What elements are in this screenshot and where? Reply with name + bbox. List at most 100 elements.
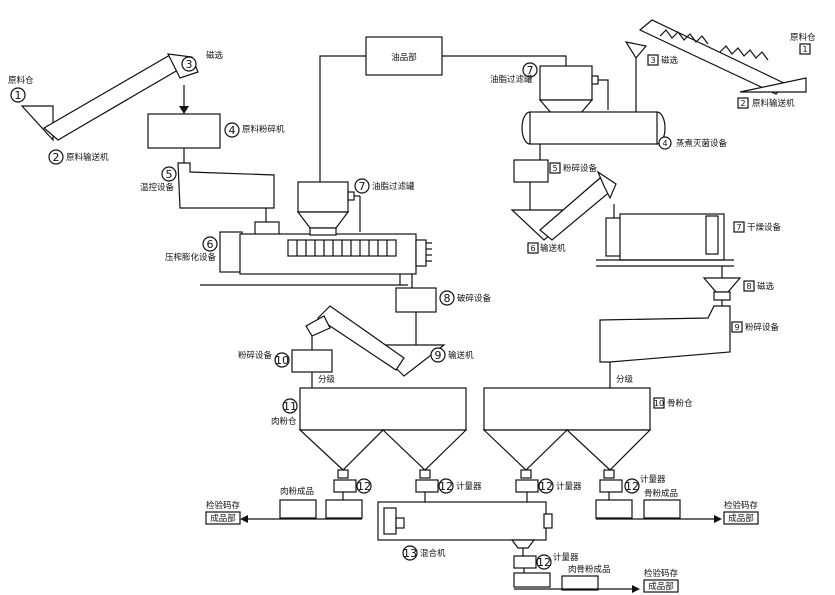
- flow-arrow-down: [179, 85, 189, 114]
- dryer-label: 干燥设备: [747, 222, 782, 233]
- number-12-a: 12: [357, 480, 371, 493]
- meter-d-bone: 12 计量器: [599, 474, 666, 500]
- breaker-label: 破碎设备: [457, 293, 492, 304]
- grinder-left: 10 粉碎设备 分级: [238, 336, 336, 388]
- bone-product: 骨粉成品: [595, 488, 722, 523]
- finished-right-label: 成品部: [728, 513, 754, 524]
- bone-silo-label: 骨粉仓: [667, 398, 693, 409]
- meter-d-label: 计量器: [553, 552, 579, 563]
- meter-a-label: 计量器: [640, 474, 666, 485]
- conveyor-right-label: 输送机: [540, 243, 566, 254]
- number-6-right: 6: [530, 244, 535, 253]
- meat-silo-label: 肉粉仓: [271, 416, 297, 427]
- conveyor-mid-label: 输送机: [448, 350, 474, 361]
- screen-left-label: 磁选: [206, 50, 224, 61]
- inspect-bottom-label: 检验码存: [644, 568, 679, 579]
- number-5: 5: [166, 168, 173, 181]
- oil-filter-tank-right: 7 油脂过滤罐: [490, 62, 609, 115]
- oil-department: 油品部: [319, 36, 567, 182]
- number-6: 6: [207, 238, 214, 251]
- number-7-right: 7: [527, 64, 534, 77]
- conveyor-right: 6 输送机: [510, 170, 617, 254]
- raw-silo-left: 1 原料仓: [8, 75, 54, 142]
- grinder-left-label: 粉碎设备: [238, 350, 273, 361]
- crusher-left: 4 原料粉碎机: [147, 113, 285, 163]
- mixer: 13 混合机: [377, 501, 553, 561]
- raw-conveyor-left-label: 原料输送机: [66, 152, 109, 163]
- meter-e: 12 计量器: [513, 552, 579, 573]
- grinder-right2-label: 粉碎设备: [745, 322, 780, 333]
- oil-filter-tank-left: 7 油脂过滤罐: [296, 178, 415, 236]
- conveyor-mid: 9 输送机: [305, 305, 474, 377]
- meat-silo: 11 肉粉仓: [271, 387, 468, 479]
- number-7-dryer: 7: [736, 223, 741, 232]
- number-4-right: 4: [662, 139, 667, 148]
- press-puff-machine: 6 压榨膨化设备: [165, 221, 432, 286]
- number-7: 7: [359, 180, 366, 193]
- number-12-e: 12: [537, 556, 551, 569]
- raw-silo-right-label: 原料仓: [790, 32, 816, 43]
- number-4: 4: [229, 124, 236, 137]
- meter-a: 12: [333, 478, 372, 500]
- number-10: 10: [275, 354, 289, 367]
- mixer-label: 混合机: [420, 548, 446, 559]
- breaker: 8 破碎设备: [395, 274, 492, 345]
- cooking-sterilizer: 4 蒸煮灭菌设备: [521, 111, 728, 160]
- finished-dept-right: 检验码存 成品部: [723, 500, 759, 525]
- number-12-b: 12: [439, 480, 453, 493]
- finished-dept-bottom: 检验码存 成品部: [643, 568, 679, 593]
- number-3: 3: [186, 58, 193, 71]
- inspect-left-label: 检验码存: [206, 500, 241, 511]
- number-9-right: 9: [734, 323, 739, 332]
- screen-right-2: 8 磁选: [702, 277, 775, 310]
- number-12-d: 12: [625, 480, 639, 493]
- oil-filter-right-label: 油脂过滤罐: [490, 74, 533, 85]
- number-9: 9: [435, 349, 442, 362]
- raw-conveyor-right-label: 原料输送机: [752, 98, 795, 109]
- number-11: 11: [283, 400, 297, 413]
- oil-dept-label: 油品部: [391, 52, 417, 63]
- screen-right-label: 磁选: [661, 55, 679, 66]
- number-13: 13: [403, 547, 417, 560]
- bone-silo: 10 骨粉仓: [482, 387, 693, 479]
- grinder-right-label: 粉碎设备: [563, 163, 598, 174]
- meat-product-label: 肉粉成品: [280, 486, 314, 497]
- press-puff-label: 压榨膨化设备: [165, 252, 217, 263]
- number-1: 1: [15, 89, 22, 102]
- split-left-label: 分级: [318, 374, 336, 385]
- screen-right2-label: 磁选: [757, 281, 775, 292]
- number-8-right: 8: [746, 282, 751, 291]
- number-2: 2: [53, 151, 60, 164]
- temp-control-unit: 5 温控设备: [140, 162, 275, 222]
- finished-left-label: 成品部: [210, 513, 236, 524]
- oil-filter-left-label: 油脂过滤罐: [372, 181, 415, 192]
- bone-product-label: 骨粉成品: [644, 488, 678, 499]
- finished-dept-left: 检验码存 成品部: [205, 500, 241, 525]
- raw-conveyor-right: 3 磁选 1 原料仓 2 原料输送机: [624, 19, 816, 112]
- meter-c: 12 计量器: [515, 478, 582, 504]
- meter-b: 12 计量器: [415, 478, 482, 504]
- meat-product: 肉粉成品: [240, 486, 363, 523]
- number-3-right: 3: [650, 56, 655, 65]
- number-5-right: 5: [552, 164, 557, 173]
- meat-bone-product: 肉骨粉成品: [513, 564, 640, 593]
- raw-conveyor-left: 3 磁选 2 原料输送机: [42, 50, 224, 165]
- inspect-right-label: 检验码存: [724, 500, 759, 511]
- finished-bottom-label: 成品部: [648, 581, 674, 592]
- raw-silo-left-label: 原料仓: [8, 75, 34, 86]
- temp-ctrl-label: 温控设备: [140, 182, 175, 193]
- split-right-label: 分级: [616, 374, 634, 385]
- grinder-right-2: 9 粉碎设备 分级: [599, 305, 780, 388]
- meter-c-label: 计量器: [556, 481, 582, 492]
- number-8: 8: [444, 292, 451, 305]
- screw-pattern: [296, 240, 388, 256]
- meat-bone-product-label: 肉骨粉成品: [568, 564, 611, 575]
- cook-sterilize-label: 蒸煮灭菌设备: [676, 138, 728, 149]
- crusher-left-label: 原料粉碎机: [242, 124, 285, 135]
- number-1-right: 1: [802, 45, 807, 54]
- number-12-c: 12: [539, 480, 553, 493]
- number-2-right: 2: [740, 99, 745, 108]
- dryer: 7 干燥设备: [596, 204, 782, 278]
- number-10-right: 10: [654, 399, 664, 408]
